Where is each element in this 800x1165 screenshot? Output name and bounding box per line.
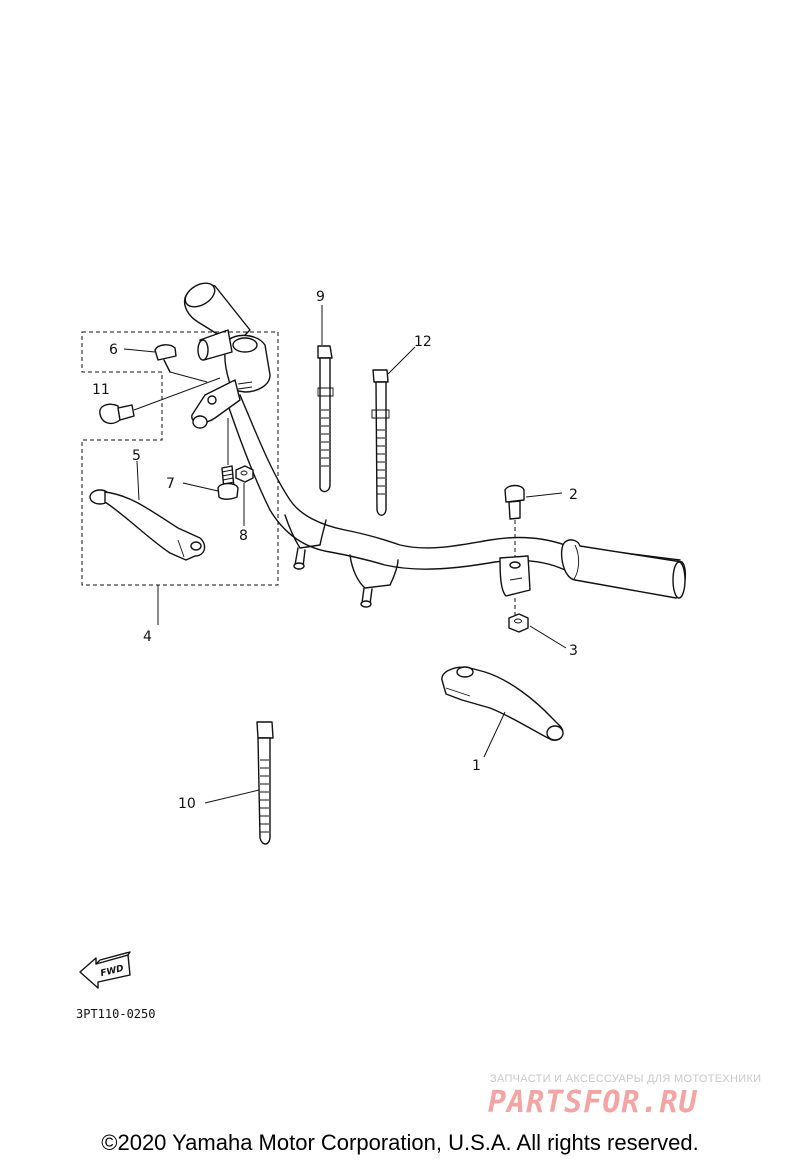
callout-9: 9 (316, 289, 325, 305)
watermark-tagline: ЗАПЧАСТИ И АКСЕССУАРЫ ДЛЯ МОТОТЕХНИКИ (490, 1073, 761, 1085)
right-lever-bracket (499, 555, 531, 615)
callout-2: 2 (569, 487, 578, 503)
part-5-lever (89, 489, 206, 561)
leader-7 (182, 482, 219, 492)
callout-5: 5 (132, 448, 141, 464)
part-12-cable-tie (371, 369, 390, 516)
part-8-nut (235, 465, 254, 483)
lever-holder (191, 329, 271, 429)
leader-10 (204, 789, 260, 804)
callout-8: 8 (239, 528, 248, 544)
copyright-notice: ©2020 Yamaha Motor Corporation, U.S.A. A… (101, 1130, 699, 1155)
callout-3: 3 (569, 643, 578, 659)
part-1-lever (441, 666, 564, 741)
leader-6 (123, 348, 156, 353)
watermark-logo: PARTSFOR.RU (488, 1085, 698, 1120)
part-10-cable-tie (256, 721, 274, 845)
part-6-screw (154, 344, 208, 383)
leader-3 (529, 625, 567, 649)
part-9-cable-tie (317, 345, 334, 493)
leader-12 (387, 346, 416, 375)
callout-11: 11 (92, 382, 110, 398)
callout-10: 10 (178, 796, 196, 812)
callout-6: 6 (109, 342, 118, 358)
leader-5 (136, 460, 140, 501)
part-11-screw (99, 377, 221, 425)
callout-7: 7 (166, 476, 175, 492)
right-grip (560, 539, 687, 599)
drawing-code: 3PT110-0250 (76, 1007, 155, 1021)
handlebar (227, 394, 681, 608)
callout-1: 1 (472, 758, 481, 774)
leader-2 (525, 492, 563, 498)
leader-1 (483, 711, 506, 758)
fwd-arrow-icon: FWD (79, 951, 131, 989)
part-2-bolt (504, 484, 525, 560)
callout-4: 4 (143, 629, 152, 645)
part-7-bolt (217, 465, 239, 500)
assembly-box (81, 331, 279, 586)
part-3-nut (508, 613, 529, 633)
callout-12: 12 (414, 334, 432, 350)
